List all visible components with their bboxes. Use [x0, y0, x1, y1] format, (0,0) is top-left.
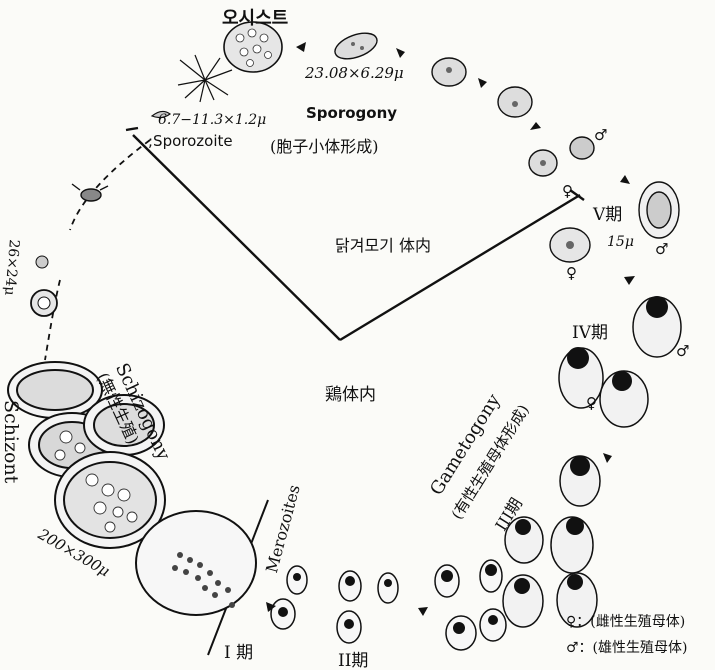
mosquito-icon [72, 184, 108, 201]
stage-1-label: I 期 [224, 638, 253, 663]
mosquito-host-label: 닭겨모기 体内 [335, 232, 431, 256]
female-sign-3: ♀ [586, 394, 597, 412]
stage-4-label: IV期 [572, 318, 608, 343]
legend-female: ♀：(雌性生殖母体) [566, 611, 685, 631]
male-sign-1: ♂ [594, 126, 607, 144]
dashed-cycle-path [45, 140, 150, 360]
schizont-label: Schizont [0, 400, 22, 483]
stage-5-label: V期 [593, 200, 622, 225]
gametocyte-nuclei [278, 296, 668, 634]
chicken-host-label: 鶏体内 [325, 380, 376, 405]
sporozoite-size-label: 6.7−11.3×1.2μ [158, 112, 266, 128]
oocyst-label: 오시스트 [222, 4, 288, 30]
male-sign-3: ♂ [676, 342, 689, 360]
sporogony-label: Sporogony [306, 104, 397, 122]
female-sign-2: ♀ [566, 264, 577, 282]
male-sign-2: ♂ [655, 240, 668, 258]
size-15-label: 15μ [607, 234, 634, 250]
sporozoite-burst [178, 55, 232, 102]
early-stage-cell [31, 256, 57, 316]
sporogony-sub-label: (胞子小体形成) [270, 133, 379, 157]
stage-2-label: II期 [338, 646, 368, 670]
legend-male: ♂：(雄性生殖母体) [566, 637, 687, 657]
oocyst-size-label: 23.08×6.29μ [305, 64, 404, 82]
sporozoite-label: ;Sporozoite [148, 132, 233, 150]
female-sign-1: ♀ [562, 182, 573, 200]
